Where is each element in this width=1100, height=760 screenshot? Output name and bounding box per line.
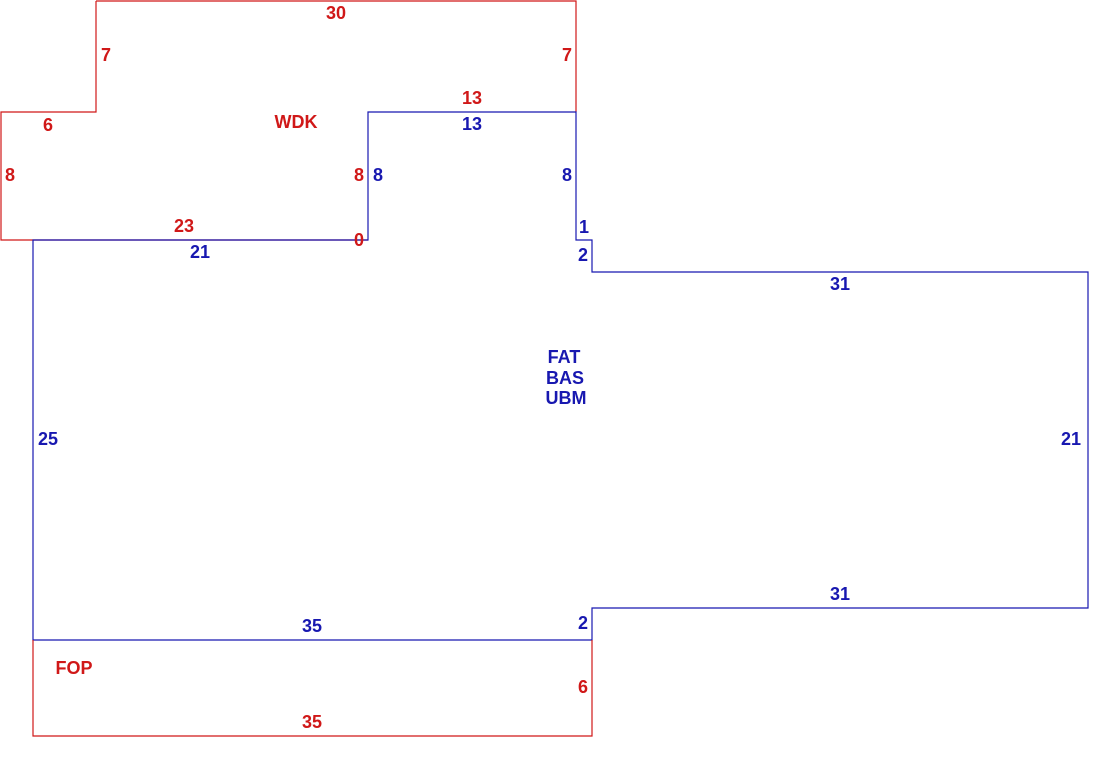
fop-outline (32, 640, 593, 737)
dim-main-top-right: 31 (830, 274, 850, 294)
dim-main-jog-1: 1 (579, 217, 589, 237)
dim-wdk-bottom: 23 (174, 216, 194, 236)
area-label-fop: FOP (55, 658, 92, 678)
dim-wdk-zero: 0 (354, 230, 364, 250)
area-label-wdk: WDK (275, 112, 318, 132)
dim-wdk-left: 8 (5, 165, 15, 185)
area-label-fat: FAT (548, 347, 581, 367)
dim-main-jog-2: 2 (578, 245, 588, 265)
dim-main-top-left: 21 (190, 242, 210, 262)
dim-main-bottom-right: 31 (830, 584, 850, 604)
dim-main-notch-right: 8 (562, 165, 572, 185)
area-label-ubm: UBM (546, 388, 587, 408)
dim-wdk-step: 6 (43, 115, 53, 135)
area-label-bas: BAS (546, 368, 584, 388)
dim-main-notch-top: 13 (462, 114, 482, 134)
dim-wdk-inner-top: 13 (462, 88, 482, 108)
dim-main-notch-left: 8 (373, 165, 383, 185)
dim-wdk-right-upper: 7 (562, 45, 572, 65)
dim-wdk-left-upper: 7 (101, 45, 111, 65)
dim-fop-right: 6 (578, 677, 588, 697)
dim-fop-bottom: 35 (302, 712, 322, 732)
dim-main-left: 25 (38, 429, 58, 449)
dim-main-bottom-left: 35 (302, 616, 322, 636)
dim-wdk-top: 30 (326, 3, 346, 23)
dim-main-bottom-jog: 2 (578, 613, 588, 633)
dim-wdk-inner-right: 8 (354, 165, 364, 185)
dim-main-right: 21 (1061, 429, 1081, 449)
